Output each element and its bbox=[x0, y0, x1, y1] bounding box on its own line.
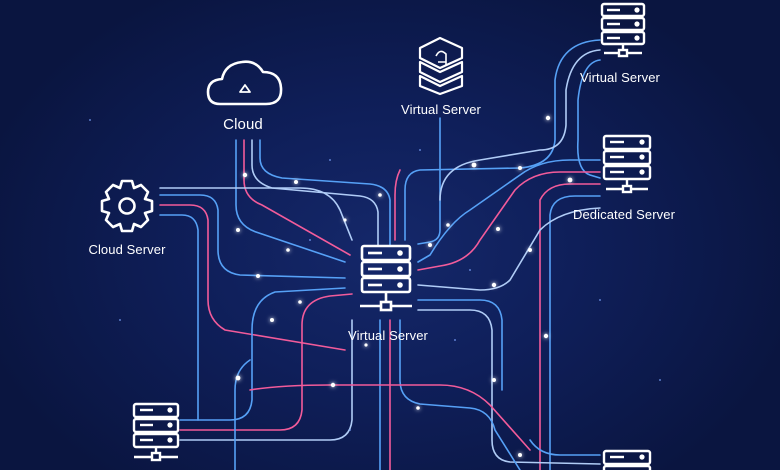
glow-dot bbox=[330, 382, 336, 388]
line-dedicated-3 bbox=[539, 183, 601, 470]
line-left-lower-2 bbox=[179, 293, 353, 431]
glow-dot bbox=[286, 248, 290, 252]
star bbox=[329, 159, 331, 161]
star bbox=[309, 239, 311, 241]
glow-dot bbox=[446, 223, 450, 227]
glow-dot bbox=[298, 300, 302, 304]
gear-icon bbox=[100, 179, 154, 233]
server-stack-icon bbox=[418, 36, 464, 96]
line-left-lower-1 bbox=[179, 287, 346, 421]
glow-dot bbox=[428, 243, 432, 247]
glow-dot bbox=[496, 227, 500, 231]
line-center-down-3 bbox=[399, 319, 521, 470]
dedicated-server-label: Dedicated Server bbox=[572, 207, 676, 222]
star bbox=[89, 119, 91, 121]
glow-dot bbox=[256, 274, 260, 278]
line-left-lower-3 bbox=[179, 319, 353, 441]
line-topright-2 bbox=[439, 49, 601, 201]
line-bottom-right-1 bbox=[529, 439, 601, 456]
line-center-right-1 bbox=[417, 299, 503, 391]
line-cloudserver-1 bbox=[159, 194, 346, 279]
server-rack-icon bbox=[360, 244, 412, 312]
glow-dot bbox=[416, 406, 420, 410]
line-left-lower-4 bbox=[234, 359, 251, 470]
line-dedicated-1 bbox=[417, 159, 601, 263]
line-dedicated-5 bbox=[417, 207, 601, 291]
glow-dot bbox=[242, 172, 248, 178]
line-center-right-2 bbox=[417, 309, 601, 465]
line-cloud-center-3 bbox=[251, 139, 379, 246]
cloud-label: Cloud bbox=[223, 116, 263, 133]
line-top-vs-1 bbox=[417, 117, 441, 245]
star bbox=[454, 339, 456, 341]
server-rack-icon bbox=[132, 402, 180, 462]
glow-dot bbox=[567, 177, 573, 183]
star bbox=[469, 269, 471, 271]
line-cloud-center-4 bbox=[259, 139, 391, 246]
glow-dot bbox=[294, 180, 298, 184]
glow-dot bbox=[270, 318, 274, 322]
server-rack-icon bbox=[600, 2, 646, 58]
glow-dot bbox=[491, 282, 497, 288]
glow-dot bbox=[235, 375, 241, 381]
line-cloudserver-2 bbox=[159, 204, 346, 351]
cloud-icon bbox=[206, 60, 283, 106]
glow-dot bbox=[518, 453, 522, 457]
glow-dot bbox=[471, 162, 477, 168]
glow-dot bbox=[378, 193, 382, 197]
star bbox=[119, 319, 121, 321]
line-cloudserver-3 bbox=[159, 214, 199, 421]
star bbox=[349, 429, 351, 431]
glow-dot bbox=[545, 115, 551, 121]
virtual-server-top-label: Virtual Server bbox=[401, 102, 481, 117]
line-dedicated-2 bbox=[417, 171, 601, 271]
line-dedicated-4 bbox=[549, 195, 601, 470]
server-rack-icon bbox=[602, 449, 652, 470]
virtual-server-top-right-label: Virtual Server bbox=[580, 70, 660, 85]
star bbox=[419, 149, 421, 151]
cloud-server-label: Cloud Server bbox=[88, 242, 166, 257]
server-rack-icon bbox=[602, 134, 652, 194]
line-bottom-cross bbox=[249, 384, 531, 451]
line-top-vs-2 bbox=[394, 169, 401, 241]
glow-dot bbox=[528, 248, 532, 252]
star bbox=[659, 379, 661, 381]
virtual-server-center-label: Virtual Server bbox=[348, 328, 428, 343]
glow-dot bbox=[543, 333, 549, 339]
line-cloud-center-1 bbox=[235, 139, 346, 263]
star bbox=[599, 299, 601, 301]
line-topright-1 bbox=[404, 39, 601, 241]
glow-dot bbox=[343, 218, 347, 222]
line-cloud-center-2 bbox=[243, 139, 351, 256]
glow-dot bbox=[236, 228, 240, 232]
glow-dot bbox=[518, 166, 522, 170]
line-cloudserver-4 bbox=[159, 187, 353, 241]
glow-dot bbox=[364, 343, 368, 347]
glow-dot bbox=[492, 378, 496, 382]
